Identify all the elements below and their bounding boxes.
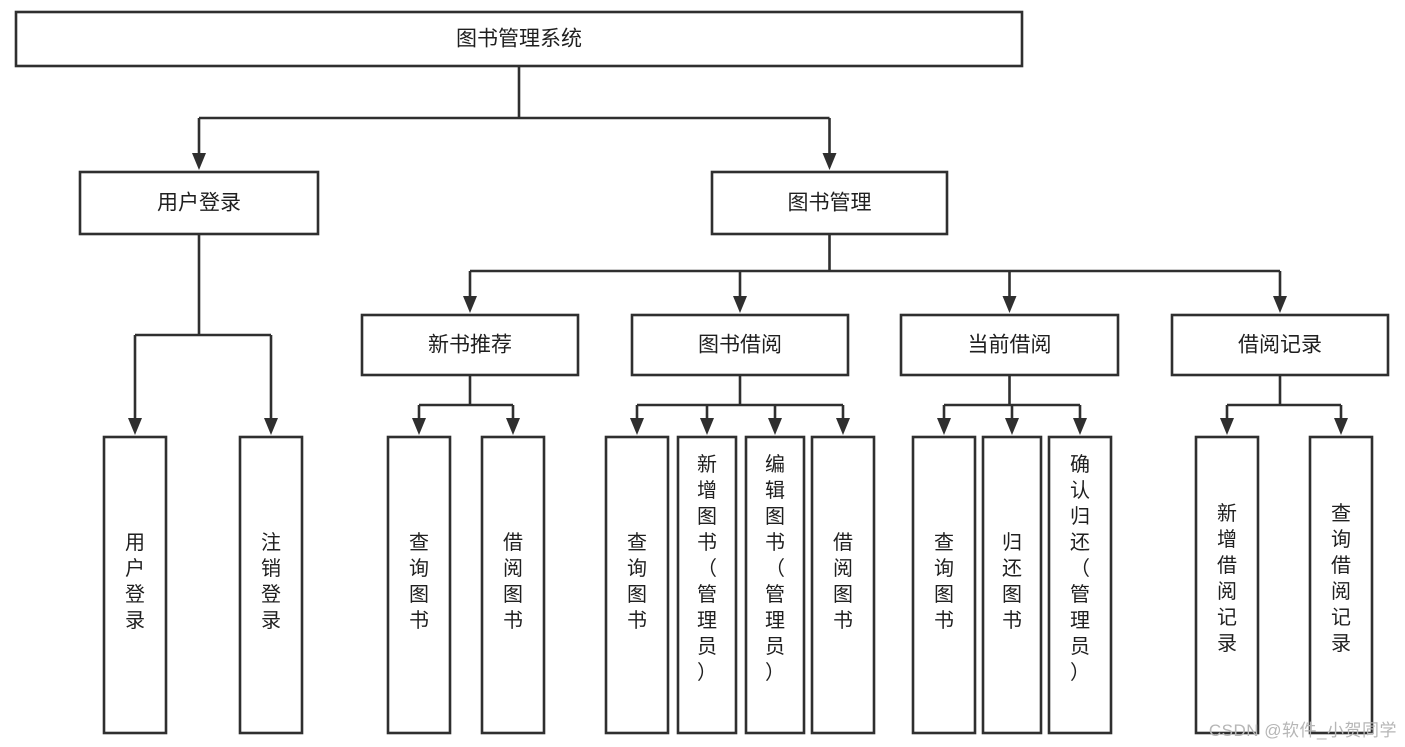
node-box-query-book-1	[386, 435, 452, 735]
node-label-query-borrow-record: 查询借阅记录	[1331, 502, 1351, 655]
connector-arrow-icon	[463, 296, 477, 313]
node-label-borrow-book-1: 借阅图书	[503, 531, 523, 632]
node-user-logout[interactable]: 注销登录	[238, 435, 304, 735]
connector-arrow-icon	[1220, 418, 1234, 435]
node-query-borrow-record[interactable]: 查询借阅记录	[1308, 435, 1374, 735]
node-box-user-login	[78, 170, 320, 236]
node-label-book-manage: 图书管理	[788, 192, 872, 215]
connectors-layer	[128, 66, 1348, 435]
connector-arrow-icon	[1002, 296, 1017, 313]
connector-arrow-icon	[412, 418, 426, 435]
node-label-query-book-1: 查询图书	[409, 531, 429, 632]
node-label-query-book-3: 查询图书	[934, 531, 954, 632]
node-label-confirm-return-admin: 确认归还（管理员）	[1070, 453, 1090, 684]
connector-arrow-icon	[733, 296, 747, 313]
node-box-query-borrow-record	[1308, 435, 1374, 735]
node-box-book-borrow	[630, 313, 850, 377]
connector-arrow-icon	[937, 418, 951, 435]
node-box-new-book-recommend	[360, 313, 580, 377]
connector-arrow-icon	[836, 418, 850, 435]
node-root-图书管理系统[interactable]: 图书管理系统	[14, 10, 1024, 68]
node-add-borrow-record[interactable]: 新增借阅记录	[1194, 435, 1260, 735]
node-label-query-book-2: 查询图书	[627, 531, 647, 632]
nodes-layer: 图书管理系统用户登录用户登录注销登录图书管理新书推荐查询图书借阅图书图书借阅查询…	[14, 10, 1390, 735]
node-box-query-book-3	[911, 435, 977, 735]
node-label-current-borrow: 当前借阅	[968, 334, 1052, 357]
connector-arrow-icon	[1334, 418, 1348, 435]
connector-arrow-icon	[128, 418, 142, 435]
connector-arrow-icon	[822, 153, 837, 170]
node-borrow-book-2[interactable]: 借阅图书	[810, 435, 876, 735]
node-query-book-1[interactable]: 查询图书	[386, 435, 452, 735]
node-query-book-2[interactable]: 查询图书	[604, 435, 670, 735]
node-box-root-图书管理系统	[14, 10, 1024, 68]
node-label-book-borrow: 图书借阅	[698, 334, 782, 357]
node-label-user-logout: 注销登录	[261, 531, 281, 632]
node-box-borrow-book-2	[810, 435, 876, 735]
node-box-add-borrow-record	[1194, 435, 1260, 735]
connector-arrow-icon	[630, 418, 644, 435]
node-box-borrow-record	[1170, 313, 1390, 377]
node-user-login-do[interactable]: 用户登录	[102, 435, 168, 735]
node-box-add-book-admin	[676, 435, 738, 735]
node-box-current-borrow	[899, 313, 1120, 377]
connector-arrow-icon	[768, 418, 782, 435]
node-label-edit-book-admin: 编辑图书（管理员）	[765, 453, 785, 684]
node-book-manage[interactable]: 图书管理	[710, 170, 949, 236]
node-current-borrow[interactable]: 当前借阅	[899, 313, 1120, 377]
node-box-query-book-2	[604, 435, 670, 735]
connector-arrow-icon	[1273, 296, 1287, 313]
node-borrow-record[interactable]: 借阅记录	[1170, 313, 1390, 377]
node-box-confirm-return-admin	[1047, 435, 1113, 735]
node-label-add-book-admin: 新增图书（管理员）	[697, 453, 717, 684]
node-borrow-book-1[interactable]: 借阅图书	[480, 435, 546, 735]
node-box-user-login-do	[102, 435, 168, 735]
node-return-book[interactable]: 归还图书	[981, 435, 1043, 735]
node-box-return-book	[981, 435, 1043, 735]
node-label-add-borrow-record: 新增借阅记录	[1217, 502, 1237, 655]
node-label-return-book: 归还图书	[1002, 531, 1022, 632]
node-user-login[interactable]: 用户登录	[78, 170, 320, 236]
node-label-borrow-record: 借阅记录	[1238, 334, 1322, 357]
connector-arrow-icon	[1073, 418, 1087, 435]
node-box-book-manage	[710, 170, 949, 236]
node-add-book-admin[interactable]: 新增图书（管理员）	[676, 435, 738, 735]
node-new-book-recommend[interactable]: 新书推荐	[360, 313, 580, 377]
node-label-borrow-book-2: 借阅图书	[833, 531, 853, 632]
connector-arrow-icon	[506, 418, 520, 435]
connector-arrow-icon	[264, 418, 278, 435]
node-label-new-book-recommend: 新书推荐	[428, 334, 512, 357]
connector-arrow-icon	[1005, 418, 1019, 435]
node-label-user-login: 用户登录	[157, 192, 241, 215]
node-box-borrow-book-1	[480, 435, 546, 735]
connector-arrow-icon	[700, 418, 714, 435]
node-query-book-3[interactable]: 查询图书	[911, 435, 977, 735]
node-label-user-login-do: 用户登录	[125, 532, 145, 632]
node-box-user-logout	[238, 435, 304, 735]
node-box-edit-book-admin	[744, 435, 806, 735]
node-book-borrow[interactable]: 图书借阅	[630, 313, 850, 377]
node-label-root-图书管理系统: 图书管理系统	[456, 28, 582, 51]
node-confirm-return-admin[interactable]: 确认归还（管理员）	[1047, 435, 1113, 735]
node-edit-book-admin[interactable]: 编辑图书（管理员）	[744, 435, 806, 735]
connector-arrow-icon	[192, 153, 206, 170]
watermark: CSDN @软件_小贺同学	[1208, 721, 1397, 740]
